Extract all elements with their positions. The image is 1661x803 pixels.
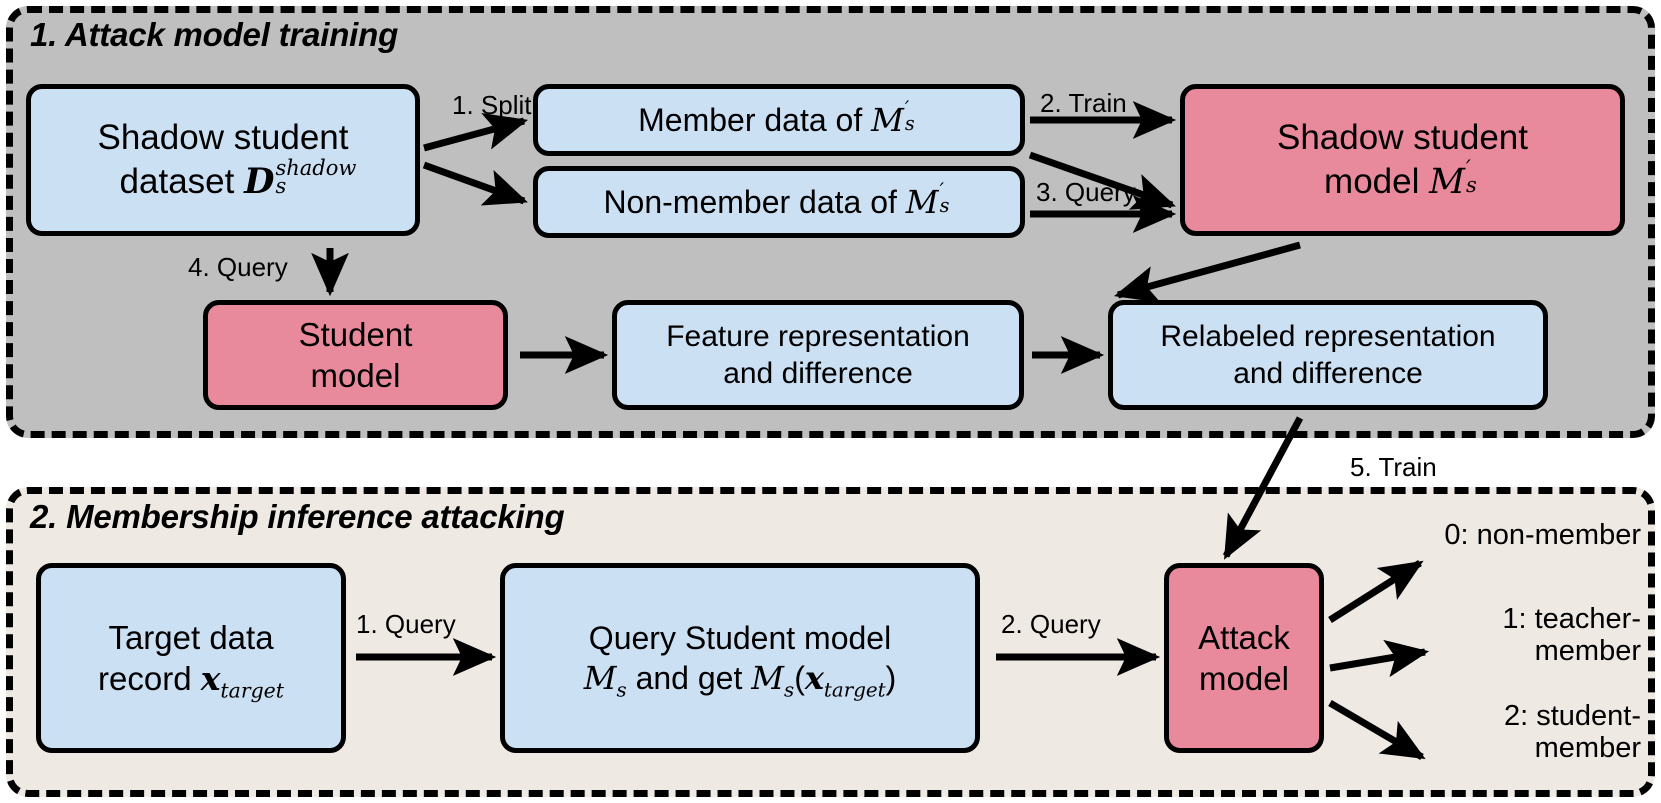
- panel-attacking-title: 2. Membership inference attacking: [30, 498, 565, 535]
- panel-training-title: 1. Attack model training: [30, 16, 399, 53]
- outcome-2-line-1: 2: student-: [1503, 700, 1641, 732]
- node-feature-representation-label: Feature representation and difference: [666, 319, 970, 391]
- node-member-data-label: Member data of M′s: [638, 96, 915, 139]
- node-student-model-label: Student model: [298, 315, 413, 394]
- edge-label-query-3: 3. Query: [1036, 177, 1136, 207]
- node-shadow-student-model-label: Shadow student model M′s: [1276, 117, 1528, 202]
- outcome-1-line-2: member: [1534, 635, 1641, 668]
- node-attack-model: Attack model: [1164, 563, 1324, 753]
- edge-label-query-4: 4. Query: [188, 252, 288, 282]
- node-target-data-record: Target data record xtarget: [36, 563, 346, 753]
- node-query-student-model-label: Query Student model Ms and get Ms(xtarge…: [583, 620, 897, 702]
- node-student-model: Student model: [203, 300, 508, 410]
- outcome-label-student-member: 2: student- member: [1331, 700, 1641, 765]
- node-shadow-student-model: Shadow student model M′s: [1180, 84, 1625, 236]
- edge-label-split: 1. Split: [452, 90, 532, 120]
- edge-label-query-2: 2. Query: [1001, 609, 1101, 639]
- node-non-member-data-label: Non-member data of M′s: [603, 178, 950, 221]
- node-query-student-model: Query Student model Ms and get Ms(xtarge…: [500, 563, 980, 753]
- node-feature-representation: Feature representation and difference: [612, 300, 1024, 410]
- outcome-2-line-2: member: [1534, 732, 1641, 765]
- node-non-member-data: Non-member data of M′s: [533, 166, 1025, 238]
- outcome-label-non-member: 0: non-member: [1331, 519, 1641, 551]
- node-relabeled-representation: Relabeled representation and difference: [1108, 300, 1548, 410]
- outcome-1-line-1: 1: teacher-: [1502, 603, 1641, 635]
- edge-label-train: 2. Train: [1040, 88, 1127, 118]
- node-relabeled-representation-label: Relabeled representation and difference: [1160, 319, 1496, 391]
- node-target-data-record-label: Target data record xtarget: [98, 618, 284, 703]
- node-attack-model-label: Attack model: [1198, 618, 1290, 697]
- outcome-label-teacher-member: 1: teacher- member: [1331, 603, 1641, 668]
- outcome-0-text: 0: non-member: [1444, 519, 1641, 551]
- edge-label-query-1: 1. Query: [356, 609, 456, 639]
- edge-label-train-5: 5. Train: [1350, 452, 1437, 482]
- node-member-data: Member data of M′s: [533, 84, 1025, 156]
